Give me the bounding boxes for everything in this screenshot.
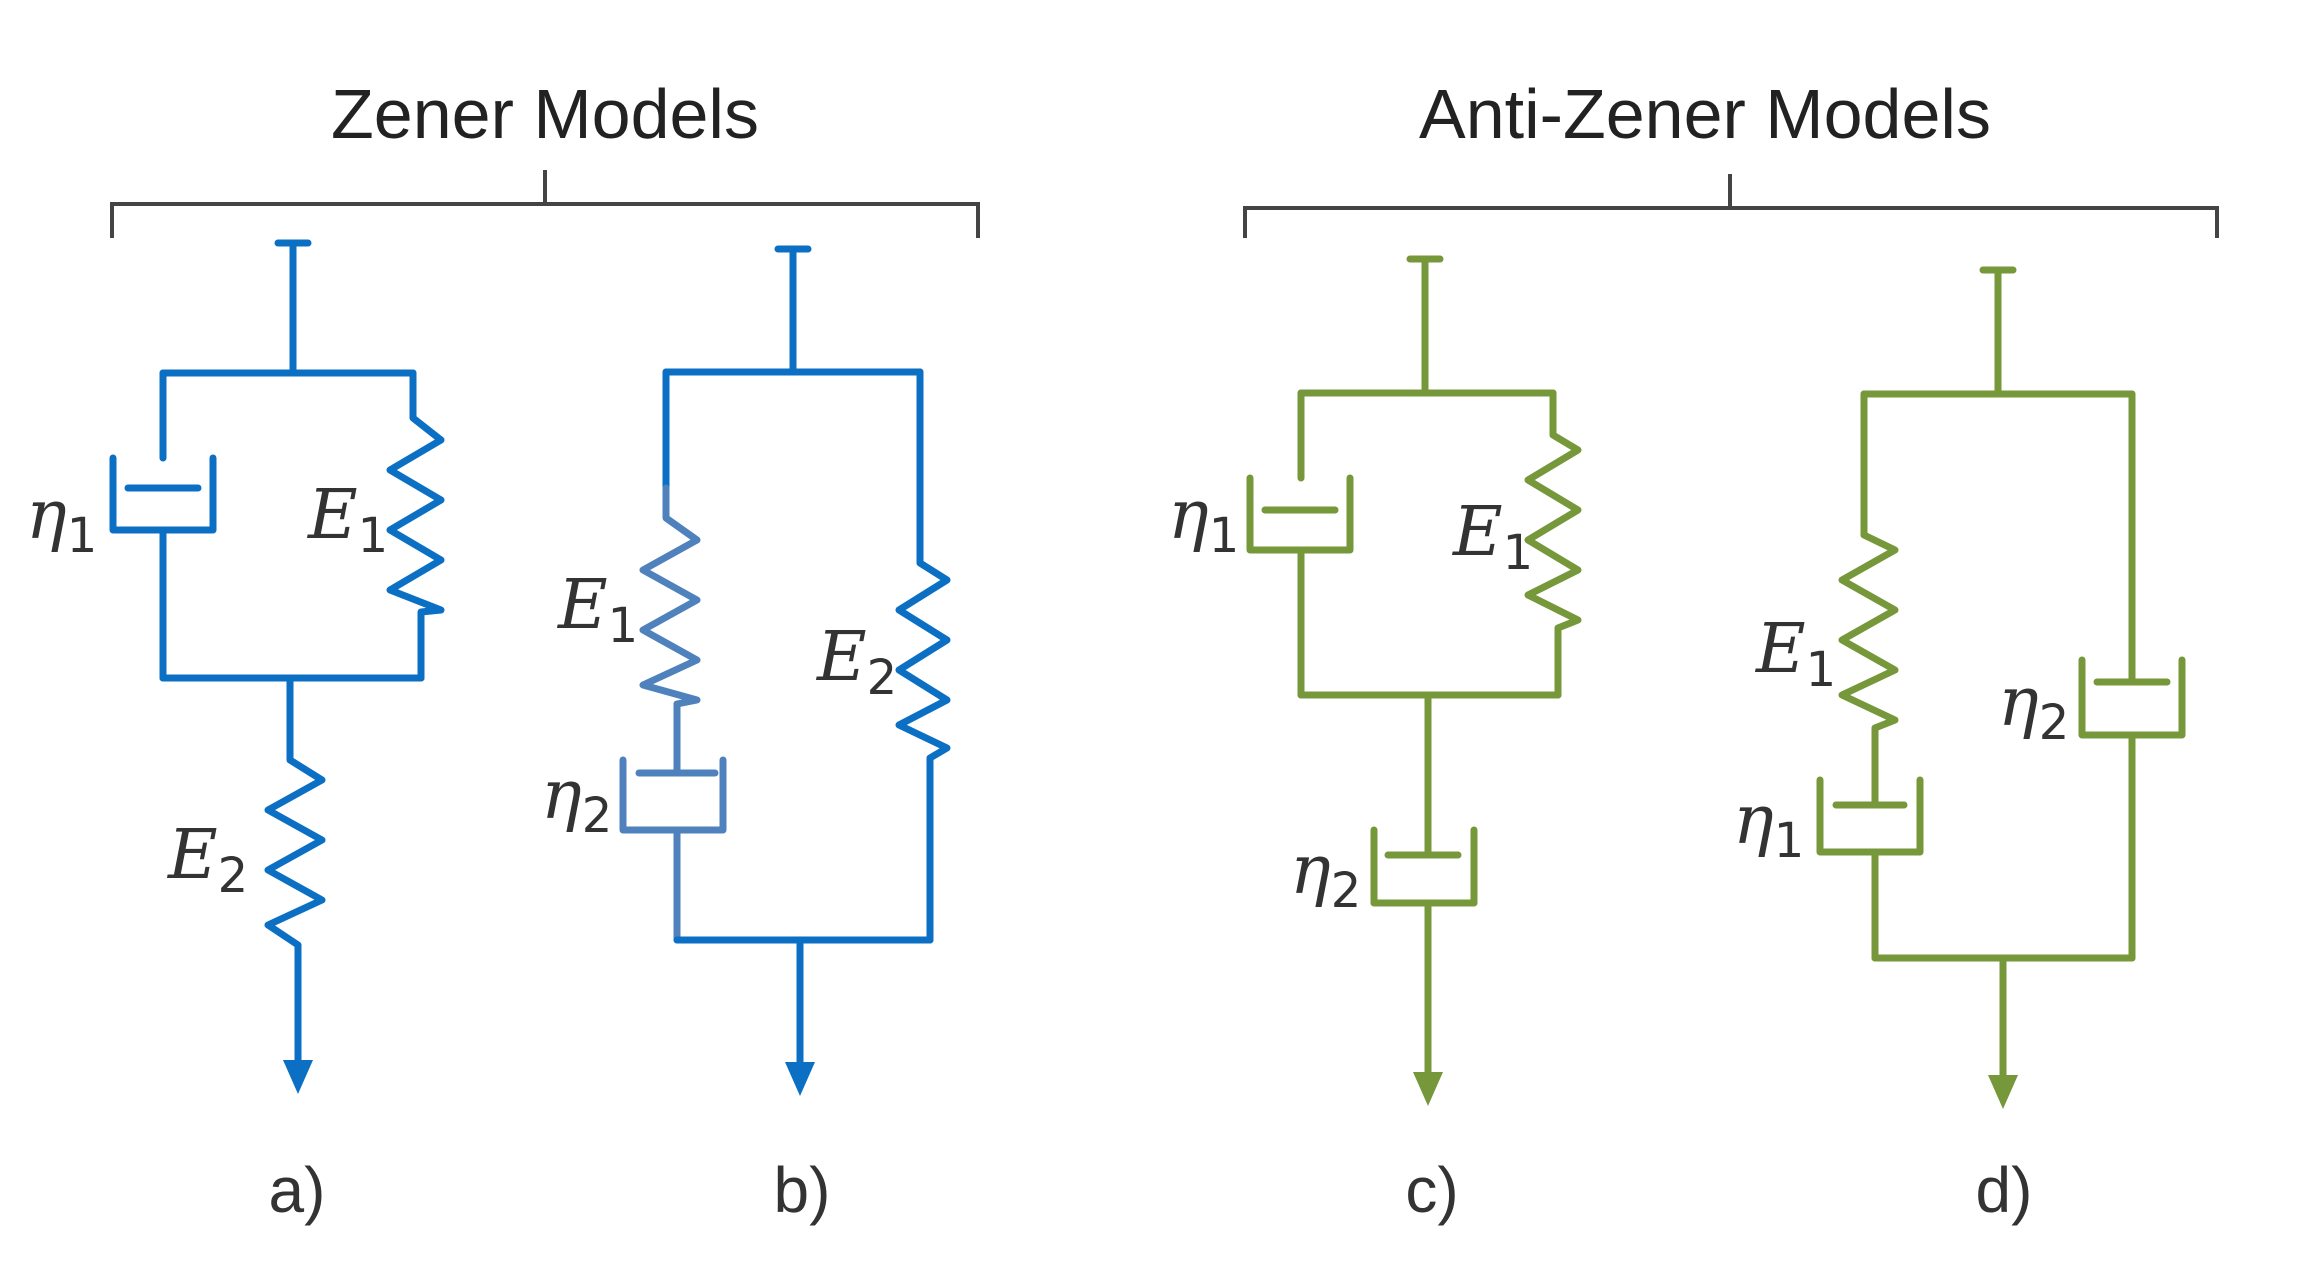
panel-d: E1 η1 η2 d)	[1733, 266, 2186, 1226]
panel-b-top-terminal	[774, 245, 812, 376]
panel-a: η1 E1 E2 a)	[26, 239, 445, 1226]
panel-d-caption: d)	[1976, 1154, 2033, 1226]
panel-d-dashpot-eta1	[1816, 776, 1924, 962]
panel-d-label-e1: E1	[1754, 610, 1836, 698]
panel-b-arrow-icon	[785, 1062, 815, 1096]
anti-zener-bracket	[1243, 174, 2219, 238]
panel-b-label-e2: E2	[815, 618, 897, 706]
panel-c-label-eta1: η1	[1168, 476, 1239, 564]
panel-a-label-e1: E1	[306, 476, 388, 564]
panel-b-dashpot-eta2	[619, 756, 727, 944]
panel-a-arrow-icon	[283, 1060, 313, 1094]
panel-c-dashpot-eta2	[1370, 691, 1478, 1076]
panel-a-caption: a)	[269, 1154, 326, 1226]
panel-b-spring-e1	[639, 484, 701, 774]
panel-d-arrow-icon	[1988, 1075, 2018, 1109]
panel-a-spring-e1	[386, 369, 445, 682]
panel-c-label-e1: E1	[1451, 493, 1533, 581]
panel-b-spring-e2	[895, 368, 951, 944]
panel-b-label-eta2: η2	[541, 756, 612, 844]
panel-d-spring-e1	[1838, 524, 1899, 809]
panel-a-top-terminal	[274, 239, 312, 377]
panel-c-top-terminal	[1406, 255, 1444, 397]
panel-c-caption: c)	[1405, 1154, 1458, 1226]
panel-c-arrow-icon	[1413, 1072, 1443, 1106]
panel-b-label-e1: E1	[556, 566, 638, 654]
panel-a-label-eta1: η1	[26, 476, 97, 564]
panel-c-spring-e1	[1524, 389, 1582, 699]
panel-c-label-eta2: η2	[1290, 831, 1361, 919]
anti-zener-group-title: Anti-Zener Models	[1419, 75, 1991, 153]
panel-b-caption: b)	[774, 1154, 831, 1226]
panel-a-label-e2: E2	[166, 816, 248, 904]
zener-bracket	[110, 170, 980, 238]
panel-d-dashpot-eta2	[2078, 390, 2186, 962]
panel-c: η1 E1 η2 c)	[1168, 255, 1582, 1226]
zener-group-title: Zener Models	[331, 75, 759, 153]
panel-d-label-eta1: η1	[1733, 781, 1804, 869]
panel-b: E1 η2 E2 b)	[541, 245, 951, 1226]
panel-d-label-eta2: η2	[1998, 663, 2069, 751]
panel-c-dashpot-eta1	[1246, 389, 1354, 699]
panel-d-top-terminal	[1979, 266, 2017, 398]
panel-a-spring-e2	[264, 674, 326, 1064]
panel-a-dashpot-eta1	[109, 369, 217, 682]
